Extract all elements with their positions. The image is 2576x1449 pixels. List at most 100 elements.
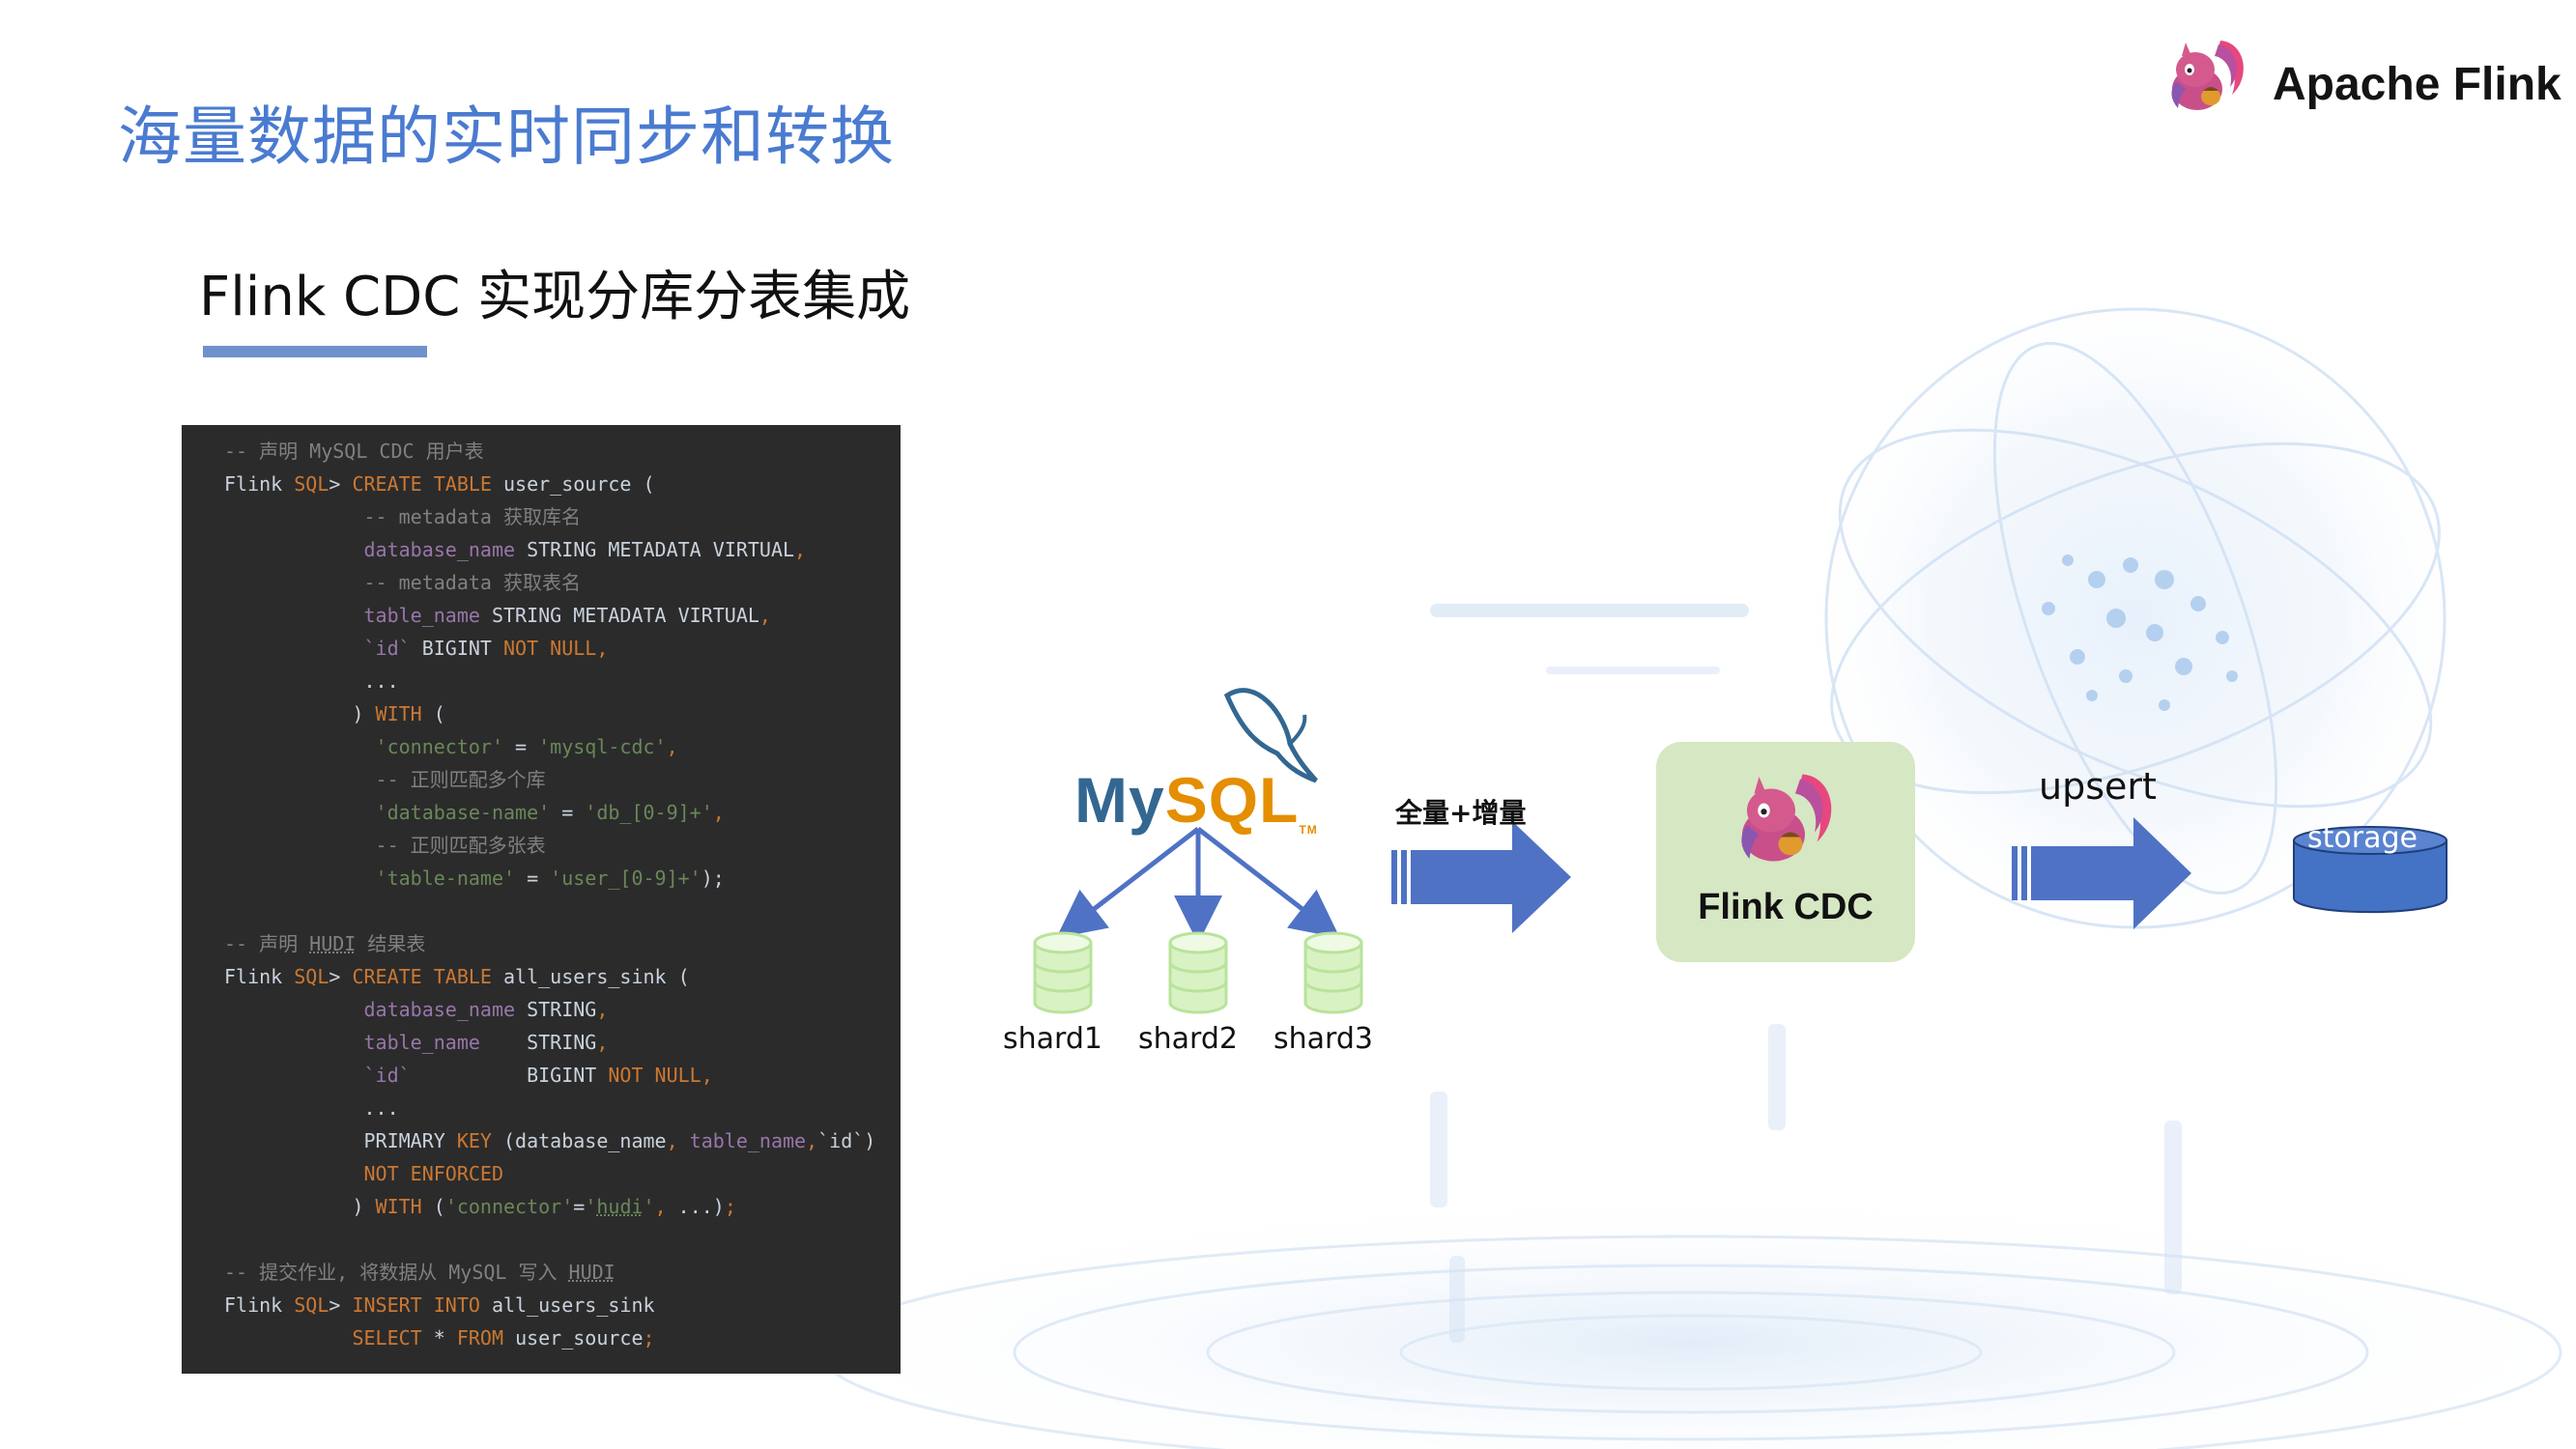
full-incremental-label: 全量+增量 [1395,797,1527,829]
code-token: user_source ( [503,472,655,496]
code-token: ( [433,702,445,725]
upsert-arrow [2012,817,2191,929]
code-token: , [596,1031,609,1054]
code-token: user_source [515,1326,644,1350]
code-token: , [758,604,771,627]
code-line: database_name STRING, [224,993,875,1026]
shard-cylinders [1033,931,1363,1014]
code-token: table_name [224,604,492,627]
upsert-label: upsert [2039,765,2157,808]
flink-cdc-box: Flink CDC [1656,742,1915,962]
shard3-label: shard3 [1274,1022,1373,1056]
code-line: Flink SQL> CREATE TABLE user_source ( [224,468,875,500]
code-token: ) [224,1195,376,1218]
code-token: ' [585,1195,597,1218]
code-token: , [806,1129,818,1152]
code-token: 'database-name' [224,801,551,824]
code-token: `id` [224,1064,528,1087]
code-token: ) [224,702,376,725]
code-token: PRIMARY [224,1129,457,1152]
shard2-cylinder [1168,931,1228,1014]
code-token: 'user_[0-9]+' [550,867,701,890]
code-line: ... [224,665,875,697]
code-line: PRIMARY KEY (database_name, table_name,`… [224,1124,875,1157]
arrow-to-shard3 [1196,827,1340,939]
section-subtitle: Flink CDC 实现分库分表集成 [199,266,911,328]
code-token: ; [724,1195,736,1218]
code-line: SELECT * FROM user_source; [224,1321,875,1354]
code-line: ) WITH ( [224,697,875,730]
code-token: (database_name [503,1129,667,1152]
code-token: STRING [527,998,597,1021]
code-token: -- 声明 MySQL CDC 用户表 [224,440,484,463]
code-token: -- 正则匹配多张表 [224,834,546,857]
flink-cdc-label: Flink CDC [1698,887,1874,927]
code-token: > [329,965,353,988]
code-token: hudi [596,1195,644,1218]
code-token: ' [643,1195,655,1218]
code-token: SQL [294,965,329,988]
code-line: -- metadata 获取库名 [224,500,875,533]
code-token: Flink [224,472,295,496]
code-token: 'connector' [224,735,503,758]
code-token: STRING [527,1031,597,1054]
storage-cylinder [2293,826,2447,914]
code-token: > [329,472,353,496]
code-token: NOT ENFORCED [224,1162,503,1185]
code-token: , [712,801,725,824]
code-token: -- 提交作业, 将数据从 MySQL 写入 [224,1261,569,1284]
mysql-logo-tm: TM [1299,823,1318,837]
code-line: Flink SQL> INSERT INTO all_users_sink [224,1289,875,1321]
code-token: BIGINT [527,1064,609,1087]
code-token: ...) [677,1195,725,1218]
shard2-label: shard2 [1138,1022,1238,1056]
code-line: table_name STRING METADATA VIRTUAL, [224,599,875,632]
code-token: WITH [375,1195,434,1218]
code-token: `id` [224,637,422,660]
brand-name: Apache Flink [2273,59,2562,110]
shard1-label: shard1 [1003,1022,1102,1056]
code-token: HUDI [309,932,357,955]
code-token: CREATE TABLE [352,965,504,988]
full-incremental-arrow [1391,821,1571,933]
code-token: = [515,867,551,890]
code-token: = [502,735,539,758]
code-token: NOT NULL, [608,1064,713,1087]
code-token: SQL [294,472,329,496]
code-token: database_name [224,538,528,561]
code-token: -- metadata 获取库名 [224,505,581,528]
mysql-dolphin-icon [1223,688,1318,783]
code-line: ... [224,1092,875,1124]
code-line: -- metadata 获取表名 [224,566,875,599]
code-token: database_name [224,998,528,1021]
storage-label: storage [2307,821,2418,855]
code-line: database_name STRING METADATA VIRTUAL, [224,533,875,566]
code-token: all_users_sink [491,1293,655,1317]
code-token: , [666,1129,690,1152]
code-line: 'connector' = 'mysql-cdc', [224,730,875,763]
flink-cdc-squirrel-icon [1741,774,1832,862]
subtitle-underline [203,346,427,357]
code-token: NOT NULL, [503,637,609,660]
code-line: -- 声明 HUDI 结果表 [224,927,875,960]
code-token: > [329,1293,353,1317]
code-token: HUDI [568,1261,615,1284]
code-token: ; [643,1326,655,1350]
code-token: `id`) [817,1129,876,1152]
brand-logo[interactable]: Apache Flink [2161,27,2566,124]
code-line: -- 声明 MySQL CDC 用户表 [224,435,875,468]
code-token: INSERT INTO [352,1293,492,1317]
code-token: , [596,998,609,1021]
code-line: -- 提交作业, 将数据从 MySQL 写入 HUDI [224,1256,875,1289]
code-token: = [573,1195,586,1218]
code-token: -- 声明 [224,932,310,955]
code-token: 'table-name' [224,867,516,890]
code-token: * [433,1326,457,1350]
page-title: 海量数据的实时同步和转换 [118,99,895,174]
code-token: ... [224,1096,399,1120]
mysql-logo-sql: SQL [1164,764,1300,836]
code-token: Flink [224,965,295,988]
code-token: 'connector' [444,1195,574,1218]
